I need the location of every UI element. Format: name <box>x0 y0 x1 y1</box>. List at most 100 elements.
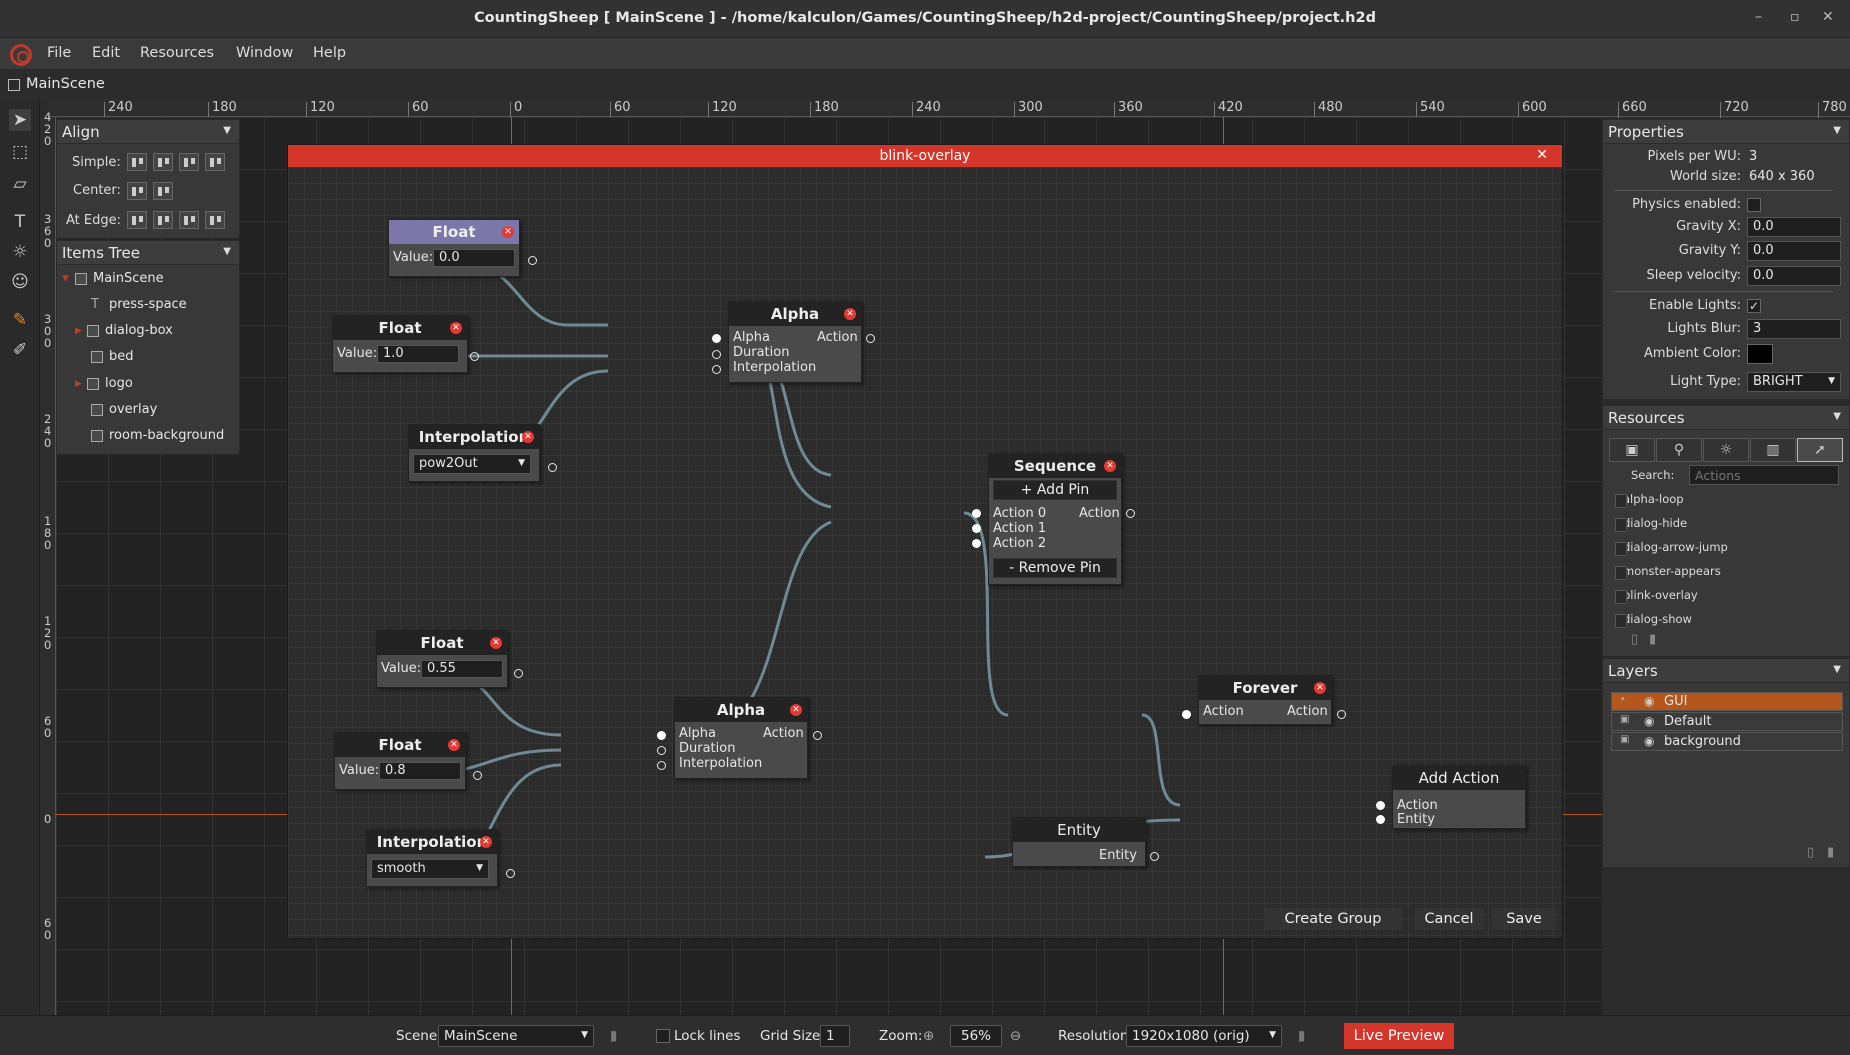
shape-tool-icon[interactable]: ▱ <box>13 174 27 194</box>
entity-tool-icon[interactable]: ☺ <box>11 272 29 292</box>
float-value-input[interactable]: 0.0 <box>433 249 515 267</box>
edge-left-button[interactable] <box>127 211 147 229</box>
expand-icon[interactable]: ▶ <box>75 326 82 336</box>
align-top-button[interactable] <box>153 153 173 171</box>
items-tree-header[interactable]: Items Tree▼ <box>57 241 239 265</box>
output-pin-action[interactable] <box>813 731 822 740</box>
center-horizontal-button[interactable] <box>127 182 147 200</box>
float-value-input[interactable]: 0.55 <box>421 660 503 678</box>
input-pin-action2[interactable] <box>972 539 981 548</box>
node-add-action[interactable]: Add Action Action Entity <box>1392 765 1526 829</box>
edge-bottom-button[interactable] <box>205 211 225 229</box>
align-left-button[interactable] <box>127 153 147 171</box>
output-pin[interactable] <box>473 771 482 780</box>
zoom-in-icon[interactable]: ⊕ <box>923 1028 935 1044</box>
gravity-y-input[interactable]: 0.0 <box>1747 241 1841 261</box>
close-dialog-icon[interactable]: ✕ <box>1536 147 1548 163</box>
node-header[interactable]: Float✕ <box>377 631 507 655</box>
delete-node-icon[interactable]: ✕ <box>1104 460 1116 472</box>
live-preview-button[interactable]: Live Preview <box>1344 1023 1454 1049</box>
node-float-4[interactable]: Float✕ Value: 0.8 <box>334 732 466 790</box>
cancel-button[interactable]: Cancel <box>1414 908 1484 930</box>
marquee-tool-icon[interactable]: ⬚ <box>11 142 29 162</box>
input-pin-action[interactable] <box>1376 801 1385 810</box>
node-float-3[interactable]: Float✕ Value: 0.55 <box>376 630 508 688</box>
output-pin[interactable] <box>470 352 479 361</box>
resource-item[interactable]: blink-overlay <box>1615 588 1698 604</box>
resource-item[interactable]: dialog-arrow-jump <box>1615 540 1728 556</box>
physics-checkbox[interactable] <box>1747 198 1761 212</box>
collapse-icon[interactable]: ▼ <box>1833 125 1841 136</box>
tree-item-mainscene[interactable]: MainScene <box>93 271 164 286</box>
input-pin-alpha[interactable] <box>657 731 666 740</box>
input-pin-action0[interactable] <box>972 509 981 518</box>
node-header[interactable]: Interpolation✕ <box>409 425 539 449</box>
actions-tab-icon[interactable]: ➚ <box>1797 438 1843 462</box>
node-entity[interactable]: Entity Entity <box>1012 817 1146 867</box>
float-value-input[interactable]: 1.0 <box>377 345 459 363</box>
tree-item-overlay[interactable]: overlay <box>109 402 158 417</box>
resource-item[interactable]: dialog-hide <box>1614 516 1688 532</box>
grid-size-input[interactable]: 1 <box>820 1025 850 1047</box>
input-pin-interpolation[interactable] <box>712 365 721 374</box>
delete-node-icon[interactable]: ✕ <box>1314 682 1326 694</box>
node-sequence[interactable]: Sequence✕ + Add Pin Action 0 Action 1 Ac… <box>988 453 1122 585</box>
select-tool-icon[interactable]: ➤ <box>9 109 31 131</box>
output-pin-action[interactable] <box>1126 509 1135 518</box>
delete-node-icon[interactable]: ✕ <box>480 836 492 848</box>
node-header[interactable]: Entity <box>1013 818 1145 842</box>
resource-item[interactable]: monster-appears <box>1615 564 1721 580</box>
node-interpolation-2[interactable]: Interpolation✕ smooth▼ <box>366 829 498 887</box>
align-right-button[interactable] <box>179 153 199 171</box>
lock-icon[interactable]: ▣ <box>1620 734 1630 745</box>
node-interpolation-1[interactable]: Interpolation✕ pow2Out▼ <box>408 424 540 482</box>
eye-icon[interactable]: ◉ <box>1644 714 1655 728</box>
light-type-select[interactable]: BRIGHT▼ <box>1747 372 1841 392</box>
lights-blur-input[interactable]: 3 <box>1747 319 1841 339</box>
properties-header[interactable]: Properties▼ <box>1603 120 1849 144</box>
menu-help[interactable]: Help <box>313 45 347 61</box>
close-window-icon[interactable]: ✕ <box>1822 9 1834 25</box>
node-header[interactable]: Alpha✕ <box>675 698 807 722</box>
zoom-out-icon[interactable]: ⊖ <box>1010 1028 1022 1044</box>
align-bottom-button[interactable] <box>205 153 225 171</box>
expand-icon[interactable]: ▼ <box>62 274 69 284</box>
sleep-velocity-input[interactable]: 0.0 <box>1747 266 1841 286</box>
text-tool-icon[interactable]: T <box>14 212 26 232</box>
paint-tool-icon[interactable]: ✎ <box>12 310 28 330</box>
layer-background[interactable]: ▣◉background <box>1611 732 1843 751</box>
resolution-select[interactable]: 1920x1080 (orig)▼ <box>1126 1025 1282 1047</box>
light-tool-icon[interactable]: ☼ <box>12 242 28 262</box>
eye-icon[interactable]: ◉ <box>1644 734 1655 748</box>
lock-lines-checkbox[interactable] <box>656 1029 670 1043</box>
node-header[interactable]: Float✕ <box>333 316 467 340</box>
menu-window[interactable]: Window <box>236 45 294 61</box>
edge-right-button[interactable] <box>179 211 199 229</box>
collapse-icon[interactable]: ▼ <box>223 125 231 136</box>
delete-node-icon[interactable]: ✕ <box>448 739 460 751</box>
menu-resources[interactable]: Resources <box>140 45 215 61</box>
layers-header[interactable]: Layers▼ <box>1603 659 1849 683</box>
interpolation-select[interactable]: smooth▼ <box>371 859 489 879</box>
align-panel-header[interactable]: Align▼ <box>57 120 239 144</box>
node-header[interactable]: Sequence✕ <box>989 454 1121 478</box>
output-pin[interactable] <box>548 463 557 472</box>
library-tab-icon[interactable]: ▥ <box>1750 438 1796 462</box>
delete-layer-icon[interactable]: ▮ <box>1827 845 1835 860</box>
output-pin-action[interactable] <box>866 334 875 343</box>
lights-tab-icon[interactable]: ☼ <box>1703 438 1749 462</box>
collapse-icon[interactable]: ▼ <box>1833 664 1841 675</box>
minimize-icon[interactable]: – <box>1755 9 1762 25</box>
add-pin-button[interactable]: + Add Pin <box>993 480 1117 500</box>
interpolation-select[interactable]: pow2Out▼ <box>413 454 531 474</box>
tree-item-room-background[interactable]: room-background <box>109 428 225 443</box>
float-value-input[interactable]: 0.8 <box>379 762 461 780</box>
scene-tab[interactable]: MainScene <box>26 76 105 92</box>
input-pin-action1[interactable] <box>972 524 981 533</box>
save-button[interactable]: Save <box>1492 908 1556 930</box>
menu-edit[interactable]: Edit <box>92 45 121 61</box>
node-header[interactable]: Alpha✕ <box>729 302 861 326</box>
collapse-icon[interactable]: ▼ <box>223 246 231 257</box>
output-pin-entity[interactable] <box>1150 852 1159 861</box>
output-pin-action[interactable] <box>1337 710 1346 719</box>
